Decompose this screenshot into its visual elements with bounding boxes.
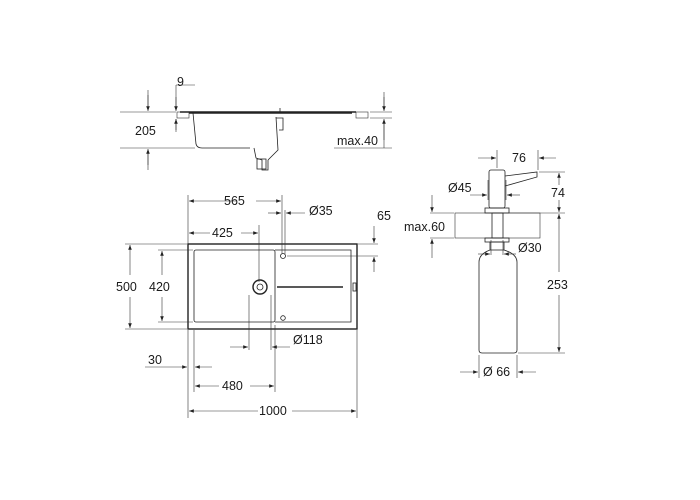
drain-icon bbox=[252, 279, 268, 295]
dim-74: 74 bbox=[551, 186, 565, 200]
dim-253: 253 bbox=[547, 278, 568, 292]
overflow bbox=[280, 315, 286, 321]
dim-bowl-length: 480 bbox=[222, 379, 243, 393]
soap-dispenser-view: 76 Ø45 74 max.60 Ø30 253 Ø 66 bbox=[404, 150, 568, 379]
tap-hole bbox=[280, 253, 286, 259]
dim-counter-max: max.60 bbox=[404, 220, 445, 234]
dim-76: 76 bbox=[512, 151, 526, 165]
dim-425: 425 bbox=[212, 226, 233, 240]
dim-counter-max: max.40 bbox=[337, 134, 378, 148]
dim-bowl-width: 420 bbox=[149, 280, 170, 294]
dim-rim: 9 bbox=[177, 75, 184, 89]
dim-neck: Ø30 bbox=[518, 241, 542, 255]
dim-565: 565 bbox=[224, 194, 245, 208]
dim-tap-hole: Ø35 bbox=[309, 204, 333, 218]
dim-depth: 205 bbox=[135, 124, 156, 138]
dim-head: Ø45 bbox=[448, 181, 472, 195]
dim-bottle: Ø 66 bbox=[483, 365, 510, 379]
dim-width: 500 bbox=[116, 280, 137, 294]
dim-drain: Ø118 bbox=[293, 333, 323, 347]
dim-30: 30 bbox=[148, 353, 162, 367]
sink-side-view: 205 9 max.40 bbox=[120, 75, 392, 171]
dim-length: 1000 bbox=[259, 404, 287, 418]
dim-65: 65 bbox=[377, 209, 391, 223]
sink-plan-view: 565 Ø35 65 425 500 420 Ø118 30 480 1000 bbox=[116, 194, 391, 418]
